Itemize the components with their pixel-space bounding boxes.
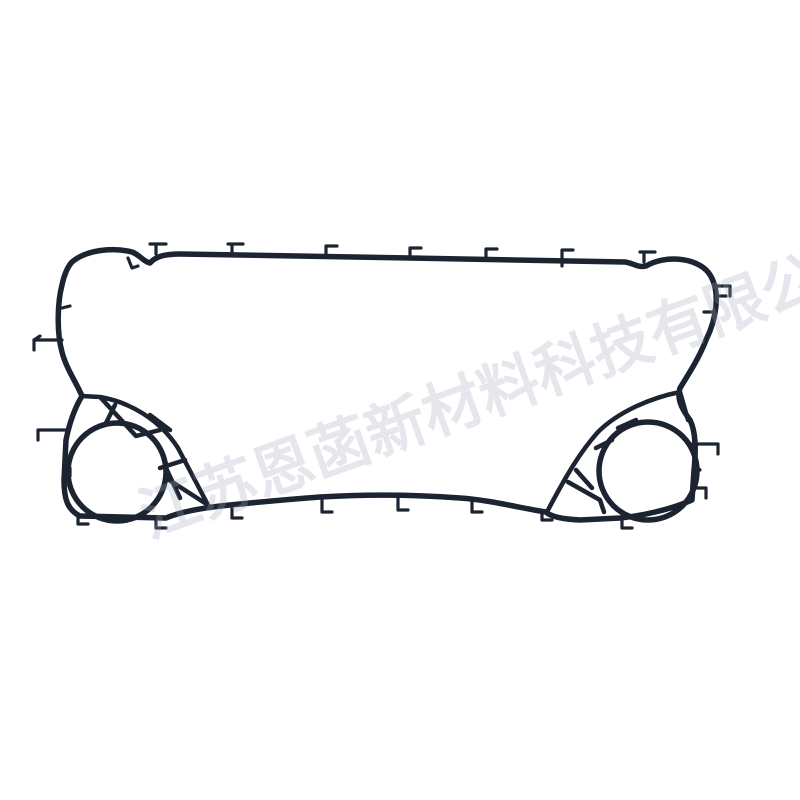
gasket-left-clips bbox=[32, 304, 72, 478]
gasket-left-web bbox=[79, 393, 211, 508]
gasket-right-port-ring bbox=[596, 419, 700, 523]
gasket-right-clips bbox=[690, 284, 732, 500]
gasket-top-clips bbox=[126, 242, 657, 270]
gasket-bottom-clips bbox=[76, 494, 634, 530]
gasket-outer-loop bbox=[55, 246, 719, 523]
gasket bbox=[32, 242, 732, 530]
gasket-right-web bbox=[545, 389, 691, 515]
